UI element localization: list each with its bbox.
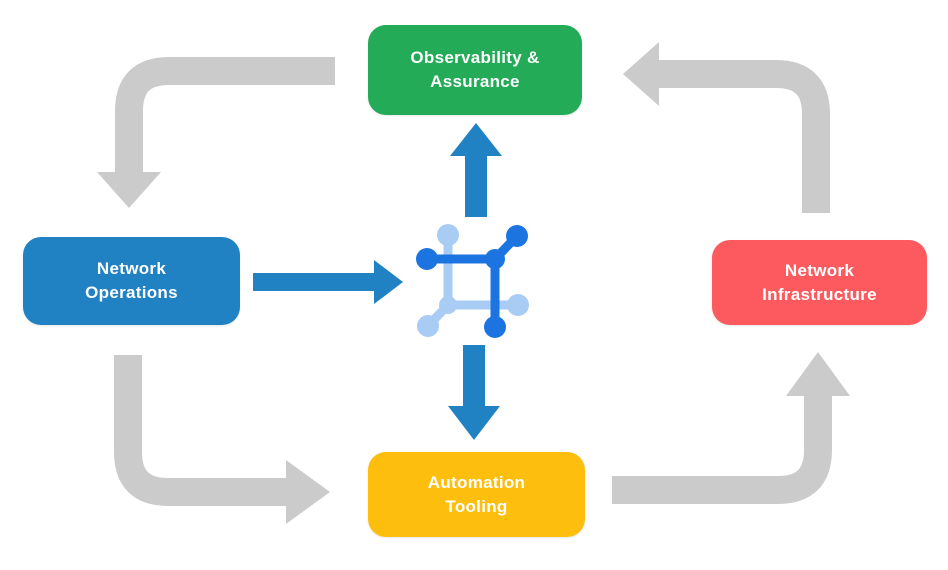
node-label: Network Operations — [85, 259, 178, 302]
hub-arrow-center-to-observability — [450, 123, 502, 217]
node-label: Network Infrastructure — [762, 260, 877, 304]
network-mesh-icon-dark-part — [416, 225, 528, 338]
hub-arrow-netops-to-center — [253, 260, 403, 304]
arrowhead-up — [786, 352, 850, 396]
node-label: Automation Tooling — [427, 472, 526, 516]
node-network-operations: Network Operations — [23, 237, 240, 325]
arrowhead-down — [97, 172, 161, 208]
hub-arrow-center-to-autotool — [448, 345, 500, 440]
node-automation-tooling: Automation Tooling — [368, 452, 585, 537]
node-label: Observability & Assurance — [410, 48, 540, 91]
cycle-arrow-autotool-to-netinfra — [612, 352, 850, 504]
node-network-infrastructure: Network Infrastructure — [712, 240, 927, 325]
arrowhead-right — [374, 260, 403, 304]
arrowhead-up — [450, 123, 502, 156]
cycle-arrow-netinfra-to-observability — [623, 42, 830, 213]
cycle-arrow-netops-to-autotool — [114, 355, 330, 524]
arrowhead-left — [623, 42, 659, 106]
node-observability-assurance: Observability & Assurance — [368, 25, 582, 115]
arrowhead-down — [448, 406, 500, 440]
cycle-arrow-observability-to-netops — [97, 57, 335, 208]
arrowhead-right — [286, 460, 330, 524]
network-mesh-icon — [416, 224, 529, 338]
